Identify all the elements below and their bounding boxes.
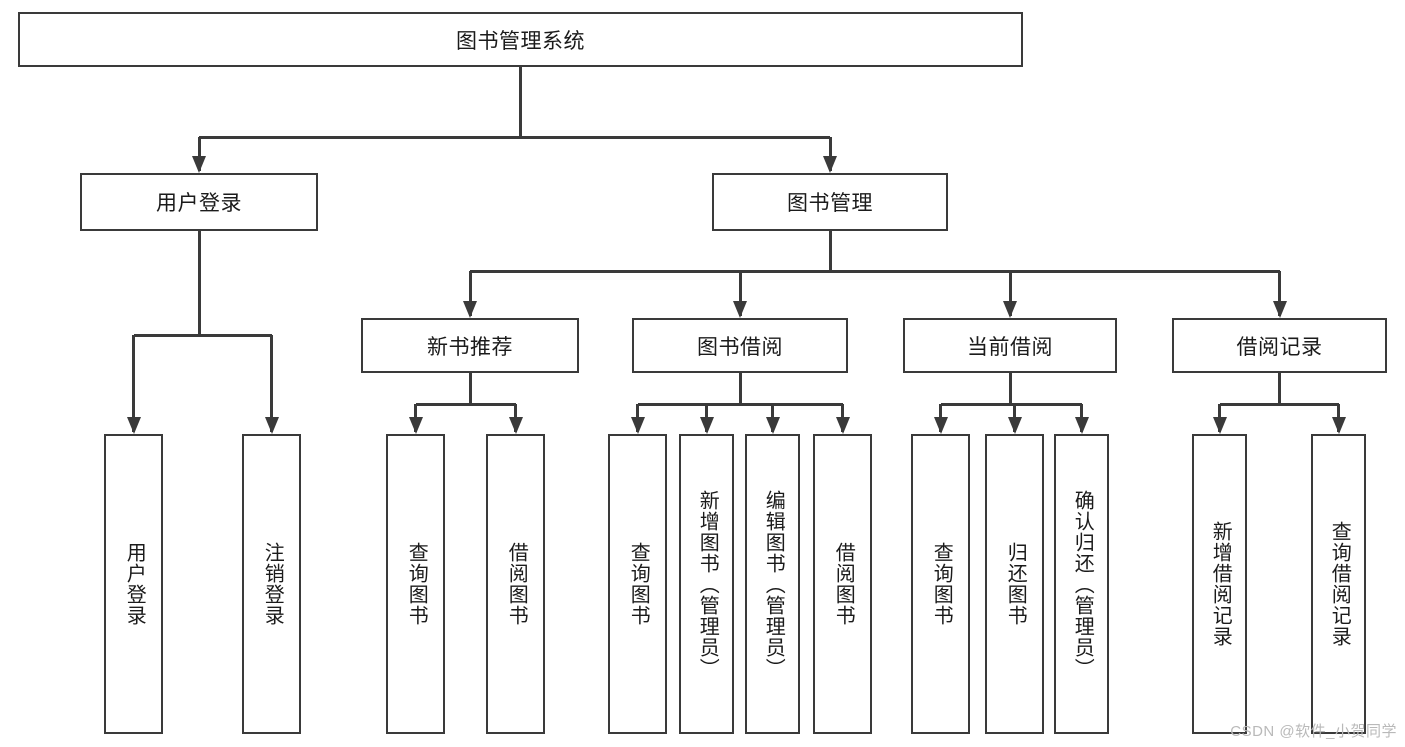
node-label: 查询借阅记录 xyxy=(1328,521,1351,647)
connector-vertical xyxy=(197,137,201,171)
node-label: 用户登录 xyxy=(156,192,242,215)
node-user-login[interactable]: 用户登录 xyxy=(80,173,318,231)
connector-vertical xyxy=(828,231,832,271)
arrowhead-icon xyxy=(192,156,206,173)
connector-vertical xyxy=(1278,271,1281,316)
connector-vertical xyxy=(132,335,135,432)
node-borrow-record[interactable]: 借阅记录 xyxy=(1172,318,1387,373)
leaf-node[interactable]: 查询借阅记录 xyxy=(1311,434,1366,734)
node-book-management[interactable]: 图书管理 xyxy=(712,173,948,231)
leaf-node[interactable]: 编辑图书（管理员） xyxy=(745,434,800,734)
connector-horizontal xyxy=(470,269,1280,273)
node-label: 图书管理 xyxy=(787,192,873,215)
arrowhead-icon xyxy=(1074,417,1089,434)
connector-horizontal xyxy=(199,135,830,139)
arrowhead-icon xyxy=(823,156,837,173)
node-root-system[interactable]: 图书管理系统 xyxy=(18,12,1023,67)
arrowhead-icon xyxy=(1331,417,1346,434)
leaf-node[interactable]: 查询图书 xyxy=(608,434,667,734)
node-label: 新增图书（管理员） xyxy=(696,489,719,679)
leaf-node[interactable]: 归还图书 xyxy=(985,434,1044,734)
arrowhead-icon xyxy=(408,417,423,434)
connector-vertical xyxy=(1008,271,1012,316)
node-label: 归还图书 xyxy=(1004,542,1027,626)
node-label: 当前借阅 xyxy=(967,335,1053,359)
node-label: 用户登录 xyxy=(123,542,146,626)
leaf-node[interactable]: 新增借阅记录 xyxy=(1192,434,1247,734)
node-label: 图书管理系统 xyxy=(456,29,585,53)
arrowhead-icon xyxy=(765,417,780,434)
leaf-node[interactable]: 查询图书 xyxy=(386,434,445,734)
node-label: 查询图书 xyxy=(930,542,953,626)
node-label: 查询图书 xyxy=(405,542,428,626)
node-book-borrow[interactable]: 图书借阅 xyxy=(632,318,848,373)
node-label: 注销登录 xyxy=(261,542,284,626)
connector-horizontal xyxy=(415,402,516,406)
arrowhead-icon xyxy=(1003,301,1017,318)
arrowhead-icon xyxy=(933,417,948,434)
connector-vertical xyxy=(468,373,472,404)
connector-vertical xyxy=(270,335,273,432)
node-label: 借阅记录 xyxy=(1236,335,1323,359)
leaf-node[interactable]: 借阅图书 xyxy=(813,434,872,734)
node-label: 新增借阅记录 xyxy=(1209,521,1232,647)
connector-horizontal xyxy=(133,333,272,337)
arrowhead-icon xyxy=(264,417,279,434)
arrowhead-icon xyxy=(126,417,141,434)
leaf-node[interactable]: 借阅图书 xyxy=(486,434,545,734)
connector-horizontal xyxy=(1219,402,1339,406)
node-current-borrow[interactable]: 当前借阅 xyxy=(903,318,1117,373)
node-label: 图书借阅 xyxy=(697,335,783,359)
connector-horizontal xyxy=(637,402,843,406)
leaf-node[interactable]: 注销登录 xyxy=(242,434,301,734)
arrowhead-icon xyxy=(630,417,645,434)
arrowhead-icon xyxy=(835,417,850,434)
node-label: 编辑图书（管理员） xyxy=(762,489,785,679)
leaf-node[interactable]: 用户登录 xyxy=(104,434,163,734)
leaf-node[interactable]: 新增图书（管理员） xyxy=(679,434,734,734)
node-label: 借阅图书 xyxy=(832,542,855,626)
connector-vertical xyxy=(468,271,472,316)
arrowhead-icon xyxy=(1212,417,1227,434)
leaf-node[interactable]: 查询图书 xyxy=(911,434,970,734)
node-new-book-recommend[interactable]: 新书推荐 xyxy=(361,318,579,373)
node-label: 借阅图书 xyxy=(505,542,528,626)
connector-vertical xyxy=(519,67,522,137)
connector-horizontal xyxy=(940,402,1082,406)
watermark-text: CSDN @软件_小贺同学 xyxy=(1230,723,1397,740)
connector-vertical xyxy=(738,373,742,404)
connector-vertical xyxy=(197,231,201,335)
arrowhead-icon xyxy=(733,301,747,318)
leaf-node[interactable]: 确认归还（管理员） xyxy=(1054,434,1109,734)
arrowhead-icon xyxy=(508,417,523,434)
connector-vertical xyxy=(828,137,832,171)
arrowhead-icon xyxy=(699,417,714,434)
connector-vertical xyxy=(1008,373,1012,404)
connector-vertical xyxy=(1278,373,1281,404)
node-label: 查询图书 xyxy=(627,542,650,626)
arrowhead-icon xyxy=(463,301,477,318)
node-label: 新书推荐 xyxy=(427,335,513,359)
node-label: 确认归还（管理员） xyxy=(1071,489,1094,679)
connector-vertical xyxy=(738,271,742,316)
arrowhead-icon xyxy=(1007,417,1022,434)
arrowhead-icon xyxy=(1272,301,1287,318)
